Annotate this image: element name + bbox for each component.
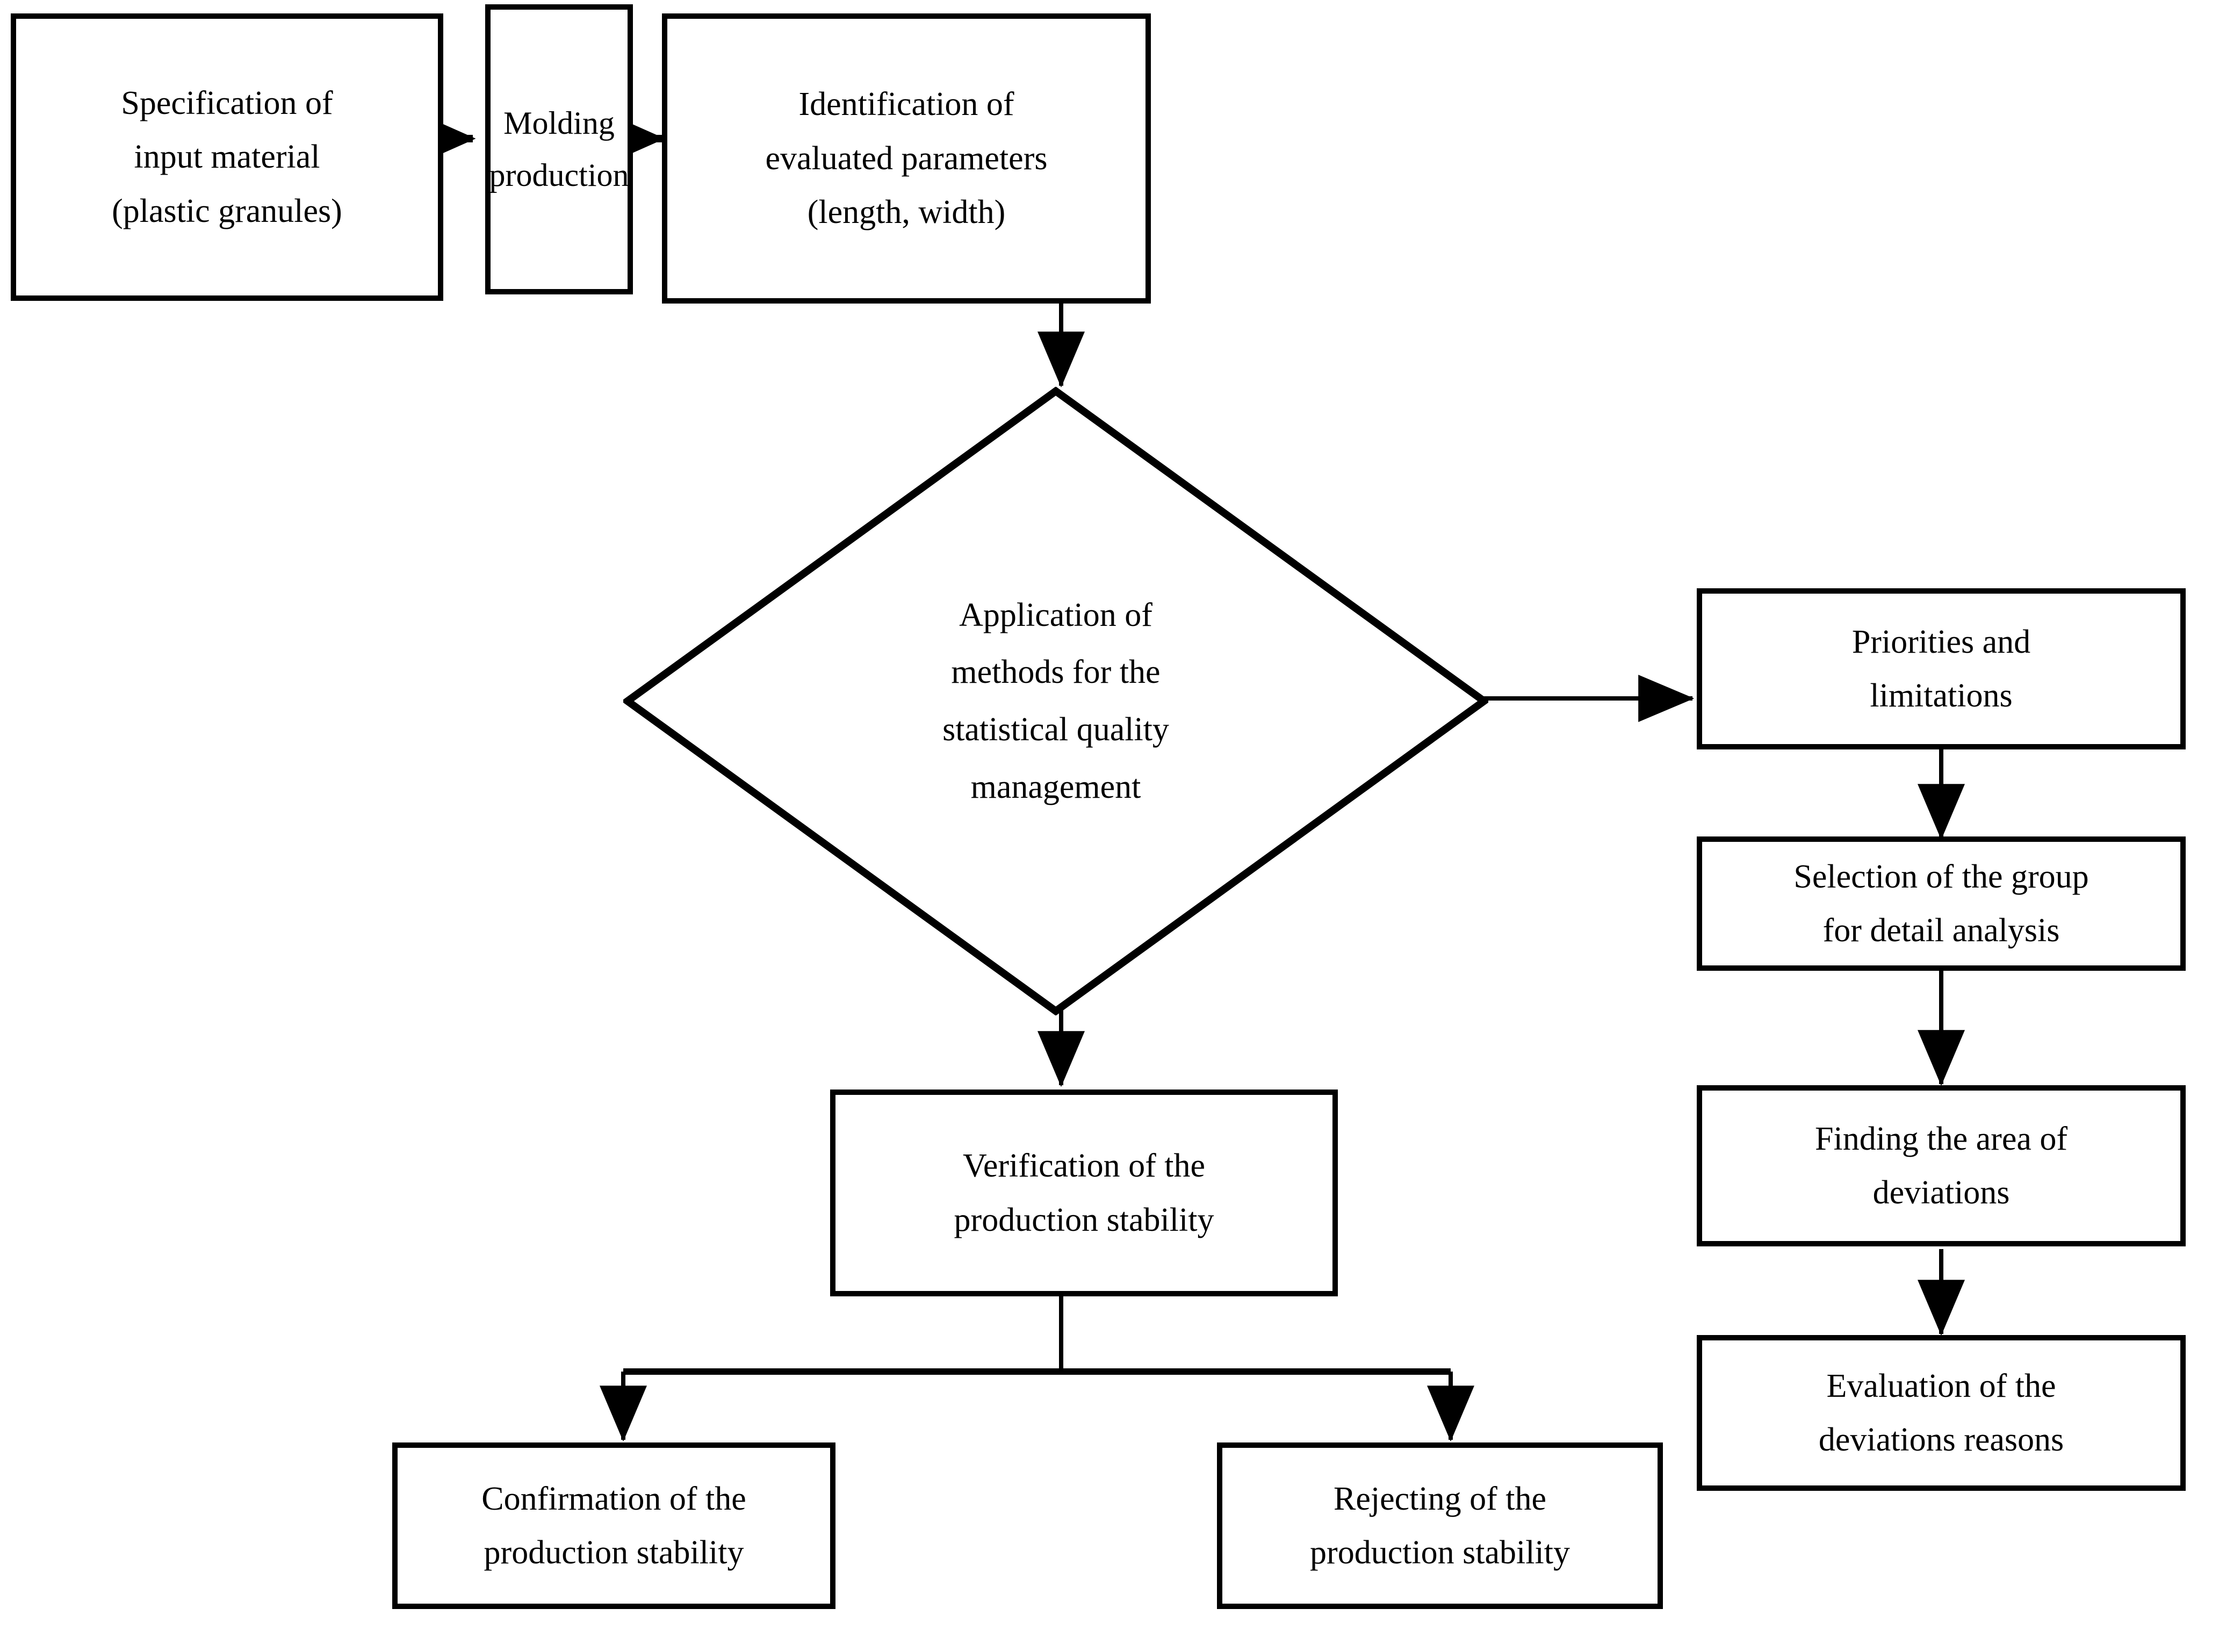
node-confirmation-line-1: Confirmation of the	[481, 1480, 746, 1517]
node-rejecting-line-1: Rejecting of the	[1334, 1480, 1546, 1517]
node-priorities-line-2: limitations	[1870, 677, 2013, 714]
node-identification-line-2: evaluated parameters	[765, 140, 1048, 177]
node-rejecting-line-2: production stability	[1310, 1534, 1570, 1571]
node-verification-line-1: Verification of the	[962, 1148, 1206, 1185]
node-finding-line-1: Finding the area of	[1814, 1120, 2068, 1157]
node-specification-line-2: input material	[134, 139, 320, 176]
node-rejecting-of-the-production-stability[interactable]: Rejecting of the production stability	[1217, 1442, 1663, 1609]
node-identification-of-evaluated-parameters[interactable]: Identification of evaluated parameters (…	[662, 13, 1151, 304]
node-specification-line-3: (plastic granules)	[112, 192, 342, 229]
node-specification-line-1: Specification of	[121, 84, 333, 121]
node-molding-line-1: Molding	[503, 105, 615, 141]
node-priorities-line-1: Priorities and	[1851, 623, 2031, 660]
node-priorities-and-limitations[interactable]: Priorities and limitations	[1697, 588, 2186, 749]
node-identification-line-1: Identification of	[798, 86, 1014, 123]
node-verification-of-the-production-stability[interactable]: Verification of the production stability	[830, 1090, 1338, 1296]
node-evaluation-of-the-deviations-reasons[interactable]: Evaluation of the deviations reasons	[1697, 1335, 2186, 1491]
node-finding-line-2: deviations	[1872, 1174, 2010, 1211]
node-evaluation-line-2: deviations reasons	[1818, 1422, 2064, 1458]
node-selection-line-1: Selection of the group	[1793, 858, 2089, 895]
node-application-of-methods[interactable]: Application of methods for the statistic…	[623, 387, 1488, 1015]
diamond-shape	[623, 387, 1488, 1015]
node-molding-production[interactable]: Molding production	[485, 4, 633, 294]
node-selection-line-2: for detail analysis	[1822, 912, 2060, 949]
node-specification-of-input-material[interactable]: Specification of input material (plastic…	[11, 13, 443, 301]
node-selection-of-the-group[interactable]: Selection of the group for detail analys…	[1697, 836, 2186, 971]
node-evaluation-line-1: Evaluation of the	[1826, 1367, 2056, 1404]
node-identification-line-3: (length, width)	[807, 194, 1006, 231]
node-verification-line-2: production stability	[954, 1201, 1214, 1238]
node-confirmation-of-the-production-stability[interactable]: Confirmation of the production stability	[392, 1442, 835, 1609]
node-molding-line-2: production	[489, 157, 629, 193]
node-finding-the-area-of-deviations[interactable]: Finding the area of deviations	[1697, 1085, 2186, 1246]
node-confirmation-line-2: production stability	[484, 1534, 744, 1571]
